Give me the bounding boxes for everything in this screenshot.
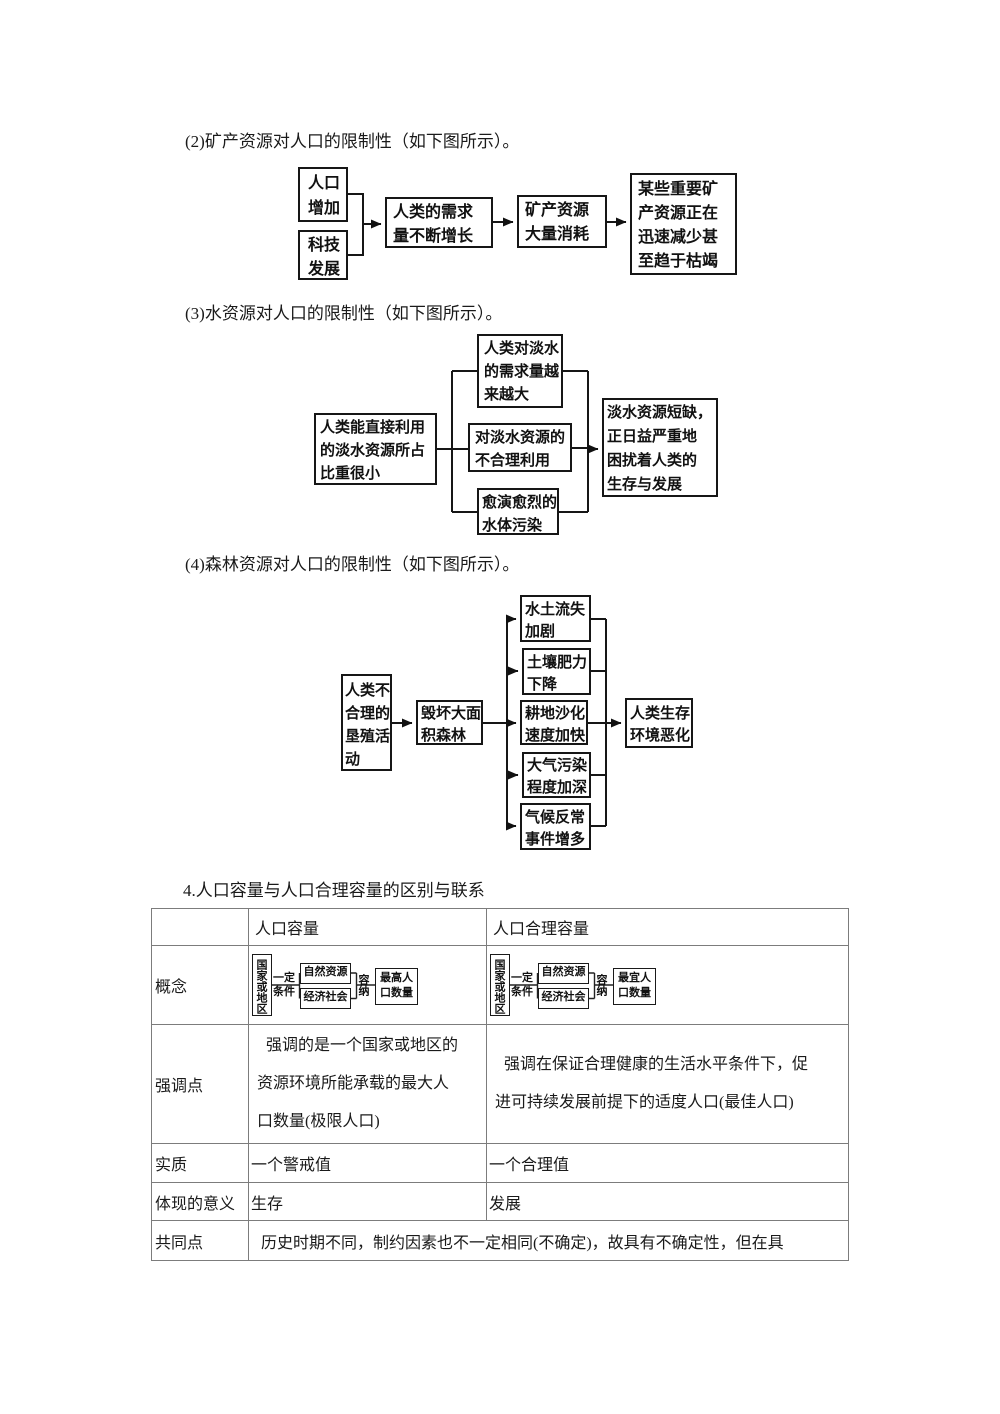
box-demand-growth: 人类的需求 量不断增长 [385,197,493,248]
table-title: 4.人口容量与人口合理容量的区别与联系 [183,881,485,900]
significance-reasonable-cell: 发展 [486,1182,849,1221]
header-reasonable-capacity: 人口合理容量 [486,908,849,946]
comparison-table: 人口容量 人口合理容量 概念 国家或地区 一定 条件 自然资源 经济社会 容纳 … [151,908,849,1261]
box-freshwater-shortage: 淡水资源短缺， 正日益严重地 困扰着人类的 生存与发展 [602,398,718,497]
box-water-pollution: 愈演愈烈的 水体污染 [477,488,559,535]
row-label-emphasis: 强调点 [151,1024,249,1144]
box-reclamation: 人类不 合理的 垦殖活 动 [341,674,392,771]
table-header-row: 人口容量 人口合理容量 [151,908,849,946]
row-label-significance: 体现的意义 [151,1182,249,1221]
mini-natural-resources-box: 自然资源 [538,963,589,984]
mini-connectors [272,972,375,1000]
row-label-essence: 实质 [151,1143,249,1183]
box-deforestation: 毁坏大面 积森林 [416,700,483,745]
box-soil-fertility: 土壤肥力 下降 [522,648,591,695]
emphasis-capacity-cell: 强调的是一个国家或地区的 资源环境所能承载的最大人 口数量(极限人口) [248,1024,487,1144]
box-air-pollution: 大气污染 程度加深 [522,752,591,798]
mini-economic-society-box: 经济社会 [300,988,351,1009]
table-row-significance: 体现的意义 生存 发展 [151,1182,849,1221]
header-empty-cell [151,908,249,946]
mini-region-box: 国家或地区 [490,954,510,1016]
header-population-capacity: 人口容量 [248,908,487,946]
mini-condition-label: 一定 条件 [511,972,533,998]
box-tech-development: 科技 发展 [298,230,348,280]
box-unreasonable-use: 对淡水资源的 不合理利用 [468,423,572,472]
mini-region-box: 国家或地区 [252,954,272,1016]
concept-capacity-cell: 国家或地区 一定 条件 自然资源 经济社会 容纳 最高人 口数量 [248,945,487,1025]
box-climate-anomaly: 气候反常 事件增多 [520,803,591,850]
concept-reasonable-cell: 国家或地区 一定 条件 自然资源 经济社会 容纳 最宜人 口数量 [486,945,849,1025]
section-heading-water: (3)水资源对人口的限制性（如下图所示）。 [185,304,503,323]
essence-capacity-cell: 一个警戒值 [248,1143,487,1183]
mini-diagram-reasonable: 国家或地区 一定 条件 自然资源 经济社会 容纳 最宜人 口数量 [490,952,656,1018]
row-label-concept: 概念 [151,945,249,1025]
mini-natural-resources-box: 自然资源 [300,963,351,984]
mini-accommodate-label: 容纳 [357,974,369,996]
mini-optimal-population-box: 最宜人 口数量 [613,968,656,1005]
box-mineral-consumption: 矿产资源 大量消耗 [517,195,607,248]
box-environment-deterioration: 人类生存 环境恶化 [625,698,693,748]
box-desertification: 耕地沙化 速度加快 [520,700,588,745]
mini-diagram-capacity: 国家或地区 一定 条件 自然资源 经济社会 容纳 最高人 口数量 [252,952,418,1018]
table-row-emphasis: 强调点 强调的是一个国家或地区的 资源环境所能承载的最大人 口数量(极限人口) … [151,1024,849,1144]
significance-capacity-cell: 生存 [248,1182,487,1221]
mini-condition-label: 一定 条件 [273,972,295,998]
box-mineral-depletion: 某些重要矿 产资源正在 迅速减少甚 至趋于枯竭 [630,173,737,275]
common-point-cell: 历史时期不同，制约因素也不一定相同(不确定)，故具有不确定性，但在具 [248,1220,849,1261]
box-freshwater-demand: 人类对淡水 的需求量越 来越大 [477,334,563,408]
mini-max-population-box: 最高人 口数量 [375,968,418,1005]
table-row-common: 共同点 历史时期不同，制约因素也不一定相同(不确定)，故具有不确定性，但在具 [151,1220,849,1261]
mini-economic-society-box: 经济社会 [538,988,589,1009]
table-row-essence: 实质 一个警戒值 一个合理值 [151,1143,849,1183]
box-population-growth: 人口 增加 [298,167,348,222]
essence-reasonable-cell: 一个合理值 [486,1143,849,1183]
table-row-concept: 概念 国家或地区 一定 条件 自然资源 经济社会 容纳 最高人 口数量 [151,945,849,1025]
box-freshwater-share: 人类能直接利用 的淡水资源所占 比重很小 [314,413,437,485]
emphasis-reasonable-cell: 强调在保证合理健康的生活水平条件下，促 进可持续发展前提下的适度人口(最佳人口) [486,1024,849,1144]
mini-connectors [510,972,613,1000]
section-heading-forest: (4)森林资源对人口的限制性（如下图所示）。 [185,555,520,574]
section-heading-mineral: (2)矿产资源对人口的限制性（如下图所示）。 [185,132,520,151]
mini-accommodate-label: 容纳 [595,974,607,996]
box-soil-erosion: 水土流失 加剧 [520,595,591,642]
row-label-common: 共同点 [151,1220,249,1261]
